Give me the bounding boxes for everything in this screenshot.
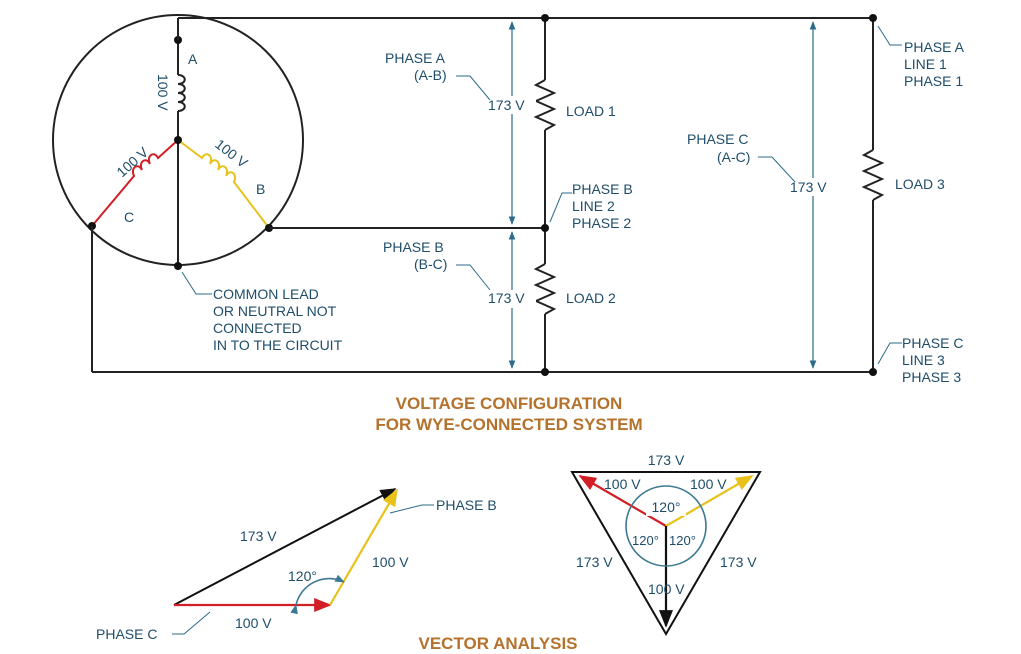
line-labels: PHASE A LINE 1 PHASE 1 PHASE B LINE 2 PH… xyxy=(549,25,965,385)
wye-black-label: 100 V xyxy=(648,581,685,597)
phase-a-label-1: PHASE A xyxy=(385,50,446,66)
phase-c-label-1: PHASE C xyxy=(687,131,748,147)
generator: A B C 100 V 100 V 100 V xyxy=(52,14,304,270)
node-a-label: A xyxy=(188,51,198,67)
load2-resistor xyxy=(533,263,557,315)
line1-line: LINE 1 xyxy=(904,56,947,72)
phase-c-label-2: (A-C) xyxy=(717,149,750,165)
coil-b xyxy=(177,139,270,229)
coil-a xyxy=(177,74,186,112)
node-c-label: C xyxy=(124,209,134,225)
neutral-note: COMMON LEAD OR NEUTRAL NOT CONNECTED IN … xyxy=(181,271,343,353)
phase-a-voltage: 173 V xyxy=(488,97,525,113)
vector-angle-label: 120° xyxy=(288,568,317,584)
wye-yellow-vector xyxy=(665,475,754,527)
dimension-arrows xyxy=(486,21,838,369)
line3-num: PHASE 3 xyxy=(902,369,961,385)
phase-c-voltage: 173 V xyxy=(790,179,827,195)
vector-title: VECTOR ANALYSIS xyxy=(418,634,577,653)
vector-red-label: 100 V xyxy=(235,615,272,631)
wye-red-vector xyxy=(578,475,667,527)
wye-angle-top: 120° xyxy=(652,499,681,515)
phase-b-label-2: (B-C) xyxy=(414,256,447,272)
vector-hyp-label: 173 V xyxy=(240,528,277,544)
line3-phase: PHASE C xyxy=(902,335,963,351)
vector-hypotenuse xyxy=(173,488,397,606)
load1-resistor xyxy=(533,79,557,131)
load3-resistor xyxy=(861,149,885,201)
line2-num: PHASE 2 xyxy=(572,215,631,231)
neutral-note-2: OR NEUTRAL NOT xyxy=(213,303,337,319)
vector-angle-arc xyxy=(290,574,345,615)
circuit-wires xyxy=(91,14,885,376)
coil-a-voltage: 100 V xyxy=(155,74,171,111)
line2-line: LINE 2 xyxy=(572,198,615,214)
load-labels: PHASE A (A-B) 173 V LOAD 1 PHASE B (B-C)… xyxy=(383,50,945,306)
load2-label: LOAD 2 xyxy=(566,290,616,306)
vector-triangle: 173 V 120° 100 V 100 V PHASE B PHASE C xyxy=(96,488,497,642)
neutral-note-1: COMMON LEAD xyxy=(213,286,319,302)
phase-b-label-1: PHASE B xyxy=(383,239,444,255)
line1-phase: PHASE A xyxy=(904,39,965,55)
wye-top-label: 173 V xyxy=(648,452,685,468)
wye-yellow-label: 100 V xyxy=(690,476,727,492)
wye-angle-right: 120° xyxy=(669,533,696,548)
wye-red-label: 100 V xyxy=(604,476,641,492)
wye-right-label: 173 V xyxy=(720,554,757,570)
neutral-note-3: CONNECTED xyxy=(213,320,302,336)
neutral-note-4: IN TO THE CIRCUIT xyxy=(213,337,343,353)
vector-phase-c-label: PHASE C xyxy=(96,626,157,642)
vector-yellow-label: 100 V xyxy=(372,554,409,570)
phase-a-label-2: (A-B) xyxy=(414,67,447,83)
vector-phase-b xyxy=(329,488,398,606)
phase-b-voltage: 173 V xyxy=(488,290,525,306)
node-b-label: B xyxy=(256,181,265,197)
line3-line: LINE 3 xyxy=(902,352,945,368)
load3-label: LOAD 3 xyxy=(895,176,945,192)
coil-b-voltage: 100 V xyxy=(212,136,251,172)
line1-num: PHASE 1 xyxy=(904,73,963,89)
config-title-1: VOLTAGE CONFIGURATION xyxy=(396,394,623,413)
wye-triangle xyxy=(570,471,762,636)
wye-left-label: 173 V xyxy=(576,554,613,570)
line2-phase: PHASE B xyxy=(572,181,633,197)
load1-label: LOAD 1 xyxy=(566,103,616,119)
vector-phase-b-label: PHASE B xyxy=(436,497,497,513)
config-title-2: FOR WYE-CONNECTED SYSTEM xyxy=(375,415,642,434)
wye-angle-circle xyxy=(625,485,707,567)
vector-wye: 173 V 100 V 100 V 120° 120° 120° 173 V 1… xyxy=(570,452,762,636)
wye-angle-left: 120° xyxy=(632,533,659,548)
coil-c xyxy=(91,139,179,227)
